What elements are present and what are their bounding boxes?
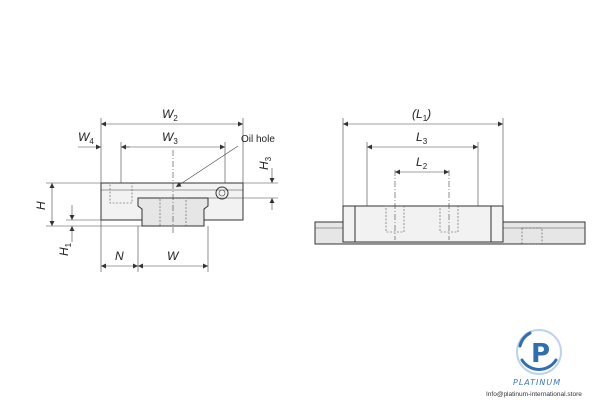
side-rail-hole (521, 227, 543, 245)
side-end-seal-left (342, 205, 356, 243)
oil-hole-leader (175, 145, 239, 188)
logo-ring-outer (516, 329, 562, 375)
logo-swoosh (520, 358, 558, 371)
side-end-seal-right (490, 205, 504, 243)
logo-letter: P (531, 339, 550, 369)
front-view: W2 W3 W4 Oil hole H3 H H1 (34, 107, 278, 272)
w2-label: W2 (162, 107, 178, 123)
rail-bolt-hole (159, 197, 187, 227)
h3-label: H3 (257, 156, 273, 170)
w4-label: W4 (78, 130, 94, 146)
w3-label: W3 (162, 130, 178, 146)
contact-email: Info@platinum-international.store (486, 391, 582, 398)
n-label: N (115, 249, 124, 263)
w-label: W (167, 249, 180, 263)
h1-label: H1 (57, 242, 73, 256)
l1-label: (L1) (412, 107, 431, 123)
h-label: H (34, 201, 48, 210)
oil-hole-label: Oil hole (241, 134, 275, 145)
platinum-logo: P PLATINUM (513, 329, 562, 387)
side-block (342, 205, 504, 243)
brand-name: PLATINUM (513, 378, 561, 387)
right-grease-nipple (215, 186, 229, 200)
right-grease-nipple-inner (218, 189, 226, 197)
l2-label: L2 (416, 155, 428, 171)
side-view: (L1) L3 L2 (314, 107, 586, 245)
front-rail (137, 197, 209, 227)
l3-label: L3 (416, 130, 428, 146)
logo-swoosh-left (518, 331, 532, 348)
